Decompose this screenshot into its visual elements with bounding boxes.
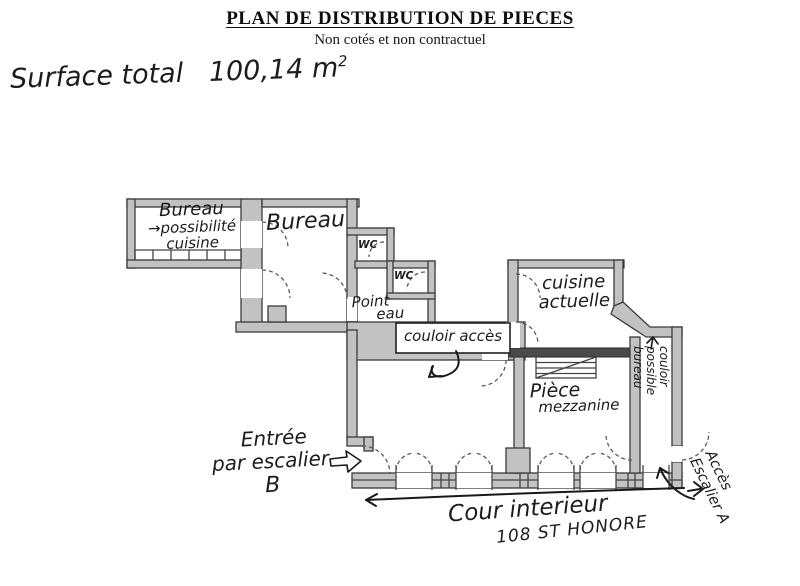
escalier-a-curved-arrow [656,467,695,500]
door-swing-arcs [261,221,710,474]
annotation-entree-escalier-b: Entrée par escalier B [210,424,331,501]
courtyard-span-arrow [365,481,704,507]
entrance-arrow [329,450,362,473]
couloir-acces-label-box [395,322,511,354]
courtyard-window-arcs [395,452,617,472]
room-label-wc-1: WC [358,239,378,251]
couloir-up-arrow [646,336,659,350]
door-window-gaps [241,221,682,488]
room-label-cuisine-actuelle: cuisine actuelle [527,271,620,314]
room-label-line: mezzanine [537,395,620,417]
room-label-bureau-possibilite-cuisine: Bureau →possibilité cuisine [135,198,249,253]
page-subtitle: Non cotés et non contractuel [314,32,486,48]
room-label-bureau: Bureau [265,206,346,237]
room-label-couloir-possible-bureau: couloir possible bureau [630,346,671,450]
room-label-point-eau: Point eau [351,291,404,324]
couloir-acces-arrow [428,350,460,378]
page-title: PLAN DE DISTRIBUTION DE PIECES [226,8,574,29]
room-label-couloir-acces: couloir accès [403,327,503,345]
room-label-line: couloir [657,346,671,387]
room-label-piece-mezzanine: Pièce mezzanine [529,379,619,416]
document-header: PLAN DE DISTRIBUTION DE PIECES Non cotés… [0,8,800,49]
mezzanine-stairs-symbol [535,356,597,379]
room-label-line: possible [643,346,658,396]
room-label-line: actuelle [538,289,611,314]
room-label-line: bureau [630,346,645,389]
room-label-wc-2: WC [394,270,414,282]
window-band-room-a [134,249,242,260]
